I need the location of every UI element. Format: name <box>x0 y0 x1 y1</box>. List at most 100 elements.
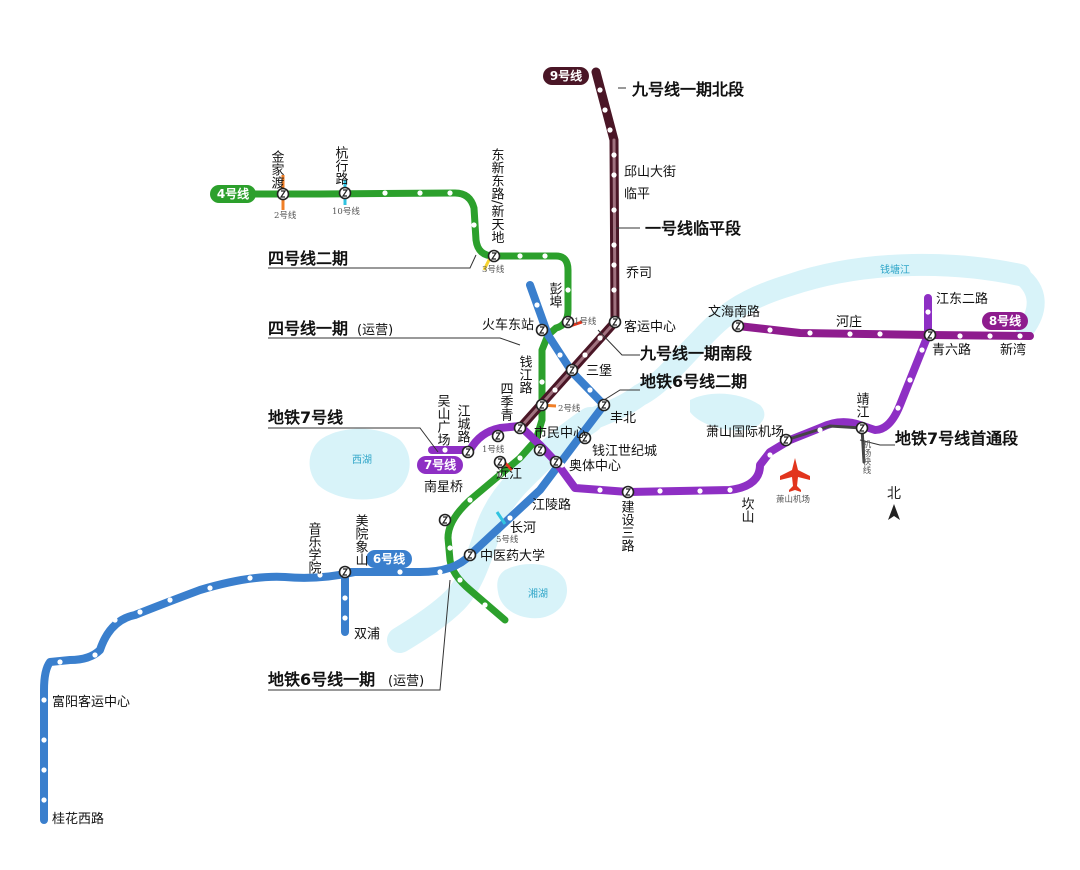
station-label-sijiqing[interactable]: 四季青 <box>498 382 514 421</box>
transfer-station-icon[interactable] <box>779 433 793 447</box>
station-dot[interactable] <box>877 331 883 337</box>
station-label-qiaosi[interactable]: 乔司 <box>626 266 652 281</box>
station-dot[interactable] <box>552 387 558 393</box>
station-dot[interactable] <box>847 331 853 337</box>
station-label-xinwan[interactable]: 新湾 <box>1000 342 1026 358</box>
station-dot[interactable] <box>207 585 213 591</box>
station-dot[interactable] <box>767 452 773 458</box>
station-label-jiangdongerlu[interactable]: 江东二路 <box>936 291 988 307</box>
transfer-station-icon[interactable] <box>491 429 505 443</box>
station-dot[interactable] <box>417 190 423 196</box>
station-label-jianshesanlu[interactable]: 建设三路 <box>619 500 635 552</box>
station-label-changhe[interactable]: 长河 <box>510 521 536 536</box>
station-dot[interactable] <box>611 262 617 268</box>
transfer-station-icon[interactable] <box>621 485 635 499</box>
station-dot[interactable] <box>817 427 823 433</box>
station-label-kanshan[interactable]: 坎山 <box>739 497 755 523</box>
line9-badge[interactable] <box>543 67 589 85</box>
transfer-station-icon[interactable] <box>438 513 452 527</box>
transfer-station-icon[interactable] <box>923 328 937 342</box>
line6-badge[interactable] <box>366 550 412 568</box>
station-dot[interactable] <box>611 242 617 248</box>
station-dot[interactable] <box>657 488 663 494</box>
station-label-huochedongzhan[interactable]: 火车东站 <box>482 317 534 333</box>
station-dot[interactable] <box>137 609 143 615</box>
station-dot[interactable] <box>611 287 617 293</box>
line8-badge[interactable] <box>982 312 1028 330</box>
station-dot[interactable] <box>611 152 617 158</box>
station-dot[interactable] <box>611 172 617 178</box>
transfer-station-icon[interactable] <box>338 565 352 579</box>
station-dot[interactable] <box>482 602 488 608</box>
transfer-station-icon[interactable] <box>608 315 622 329</box>
station-label-sanbao[interactable]: 三堡 <box>586 363 612 379</box>
transfer-station-icon[interactable] <box>463 548 477 562</box>
station-dot[interactable] <box>727 487 733 493</box>
station-dot[interactable] <box>597 487 603 493</box>
station-dot[interactable] <box>112 617 118 623</box>
station-dot[interactable] <box>167 597 173 603</box>
station-label-jinjiadu[interactable]: 金家渡 <box>269 149 285 189</box>
station-label-hezhuang[interactable]: 河庄 <box>836 314 862 330</box>
station-dot[interactable] <box>442 447 448 453</box>
station-label-meiyuanxiangshan[interactable]: 美院象山 <box>353 514 369 566</box>
transfer-station-icon[interactable] <box>535 398 549 412</box>
station-label-qiushandajie[interactable]: 邱山大街 <box>624 165 676 180</box>
station-dot[interactable] <box>919 347 925 353</box>
station-dot[interactable] <box>539 379 545 385</box>
transfer-station-icon[interactable] <box>487 249 501 263</box>
transfer-station-icon[interactable] <box>276 187 290 201</box>
station-dot[interactable] <box>41 767 47 773</box>
station-dot[interactable] <box>342 595 348 601</box>
transfer-station-icon[interactable] <box>461 445 475 459</box>
station-label-aotizhongxin[interactable]: 奥体中心 <box>569 459 621 474</box>
station-label-jianglinglu[interactable]: 江陵路 <box>532 497 571 513</box>
station-label-hangxinglu[interactable]: 杭行路 <box>333 146 349 185</box>
airport-icon[interactable]: 萧山机场 <box>776 458 810 505</box>
station-label-fuyangkeyunzhongxin[interactable]: 富阳客运中心 <box>52 694 130 710</box>
station-label-nanxingqiao[interactable]: 南星桥 <box>424 479 463 495</box>
station-label-wenhainanlu[interactable]: 文海南路 <box>708 304 760 320</box>
transfer-station-icon[interactable] <box>535 323 549 337</box>
line4-badge[interactable] <box>210 185 256 203</box>
station-label-dongxin[interactable]: 东新东路/新天地 <box>489 148 505 244</box>
station-dot[interactable] <box>597 87 603 93</box>
station-dot[interactable] <box>767 327 773 333</box>
station-dot[interactable] <box>41 697 47 703</box>
station-label-qianjiangshijicheng[interactable]: 钱江世纪城 <box>592 444 657 459</box>
transfer-station-icon[interactable] <box>533 443 547 457</box>
station-dot[interactable] <box>497 472 503 478</box>
station-label-keyunzhongxin[interactable]: 客运中心 <box>624 319 676 335</box>
station-dot[interactable] <box>447 545 453 551</box>
station-dot[interactable] <box>607 127 613 133</box>
station-label-pengbu[interactable]: 彭埠 <box>547 282 563 308</box>
transfer-station-icon[interactable] <box>597 398 611 412</box>
station-dot[interactable] <box>987 333 993 339</box>
station-label-jiangchenglu[interactable]: 江城路 <box>455 404 471 443</box>
station-label-fengbei[interactable]: 丰北 <box>610 411 636 426</box>
station-dot[interactable] <box>534 302 540 308</box>
station-dot[interactable] <box>542 253 548 259</box>
station-dot[interactable] <box>457 577 463 583</box>
station-dot[interactable] <box>447 190 453 196</box>
station-label-jinjiang[interactable]: 近江 <box>496 467 522 482</box>
station-dot[interactable] <box>895 405 901 411</box>
station-label-guihuaxilu[interactable]: 桂花西路 <box>52 811 104 827</box>
station-label-zhongyiyaodaxue[interactable]: 中医药大学 <box>480 548 545 564</box>
station-label-wushanguangchang[interactable]: 吴山广场 <box>435 394 451 446</box>
station-dot[interactable] <box>57 659 63 665</box>
station-dot[interactable] <box>582 352 588 358</box>
transfer-station-icon[interactable] <box>338 186 352 200</box>
station-dot[interactable] <box>41 737 47 743</box>
station-dot[interactable] <box>1017 333 1023 339</box>
transfer-station-icon[interactable] <box>561 315 575 329</box>
station-dot[interactable] <box>317 572 323 578</box>
station-dot[interactable] <box>507 515 513 521</box>
station-dot[interactable] <box>471 222 477 228</box>
station-dot[interactable] <box>92 652 98 658</box>
transfer-station-icon[interactable] <box>513 421 527 435</box>
station-dot[interactable] <box>467 497 473 503</box>
transfer-station-icon[interactable] <box>855 421 869 435</box>
station-dot[interactable] <box>397 569 403 575</box>
station-label-qingliulu[interactable]: 青六路 <box>932 342 971 358</box>
